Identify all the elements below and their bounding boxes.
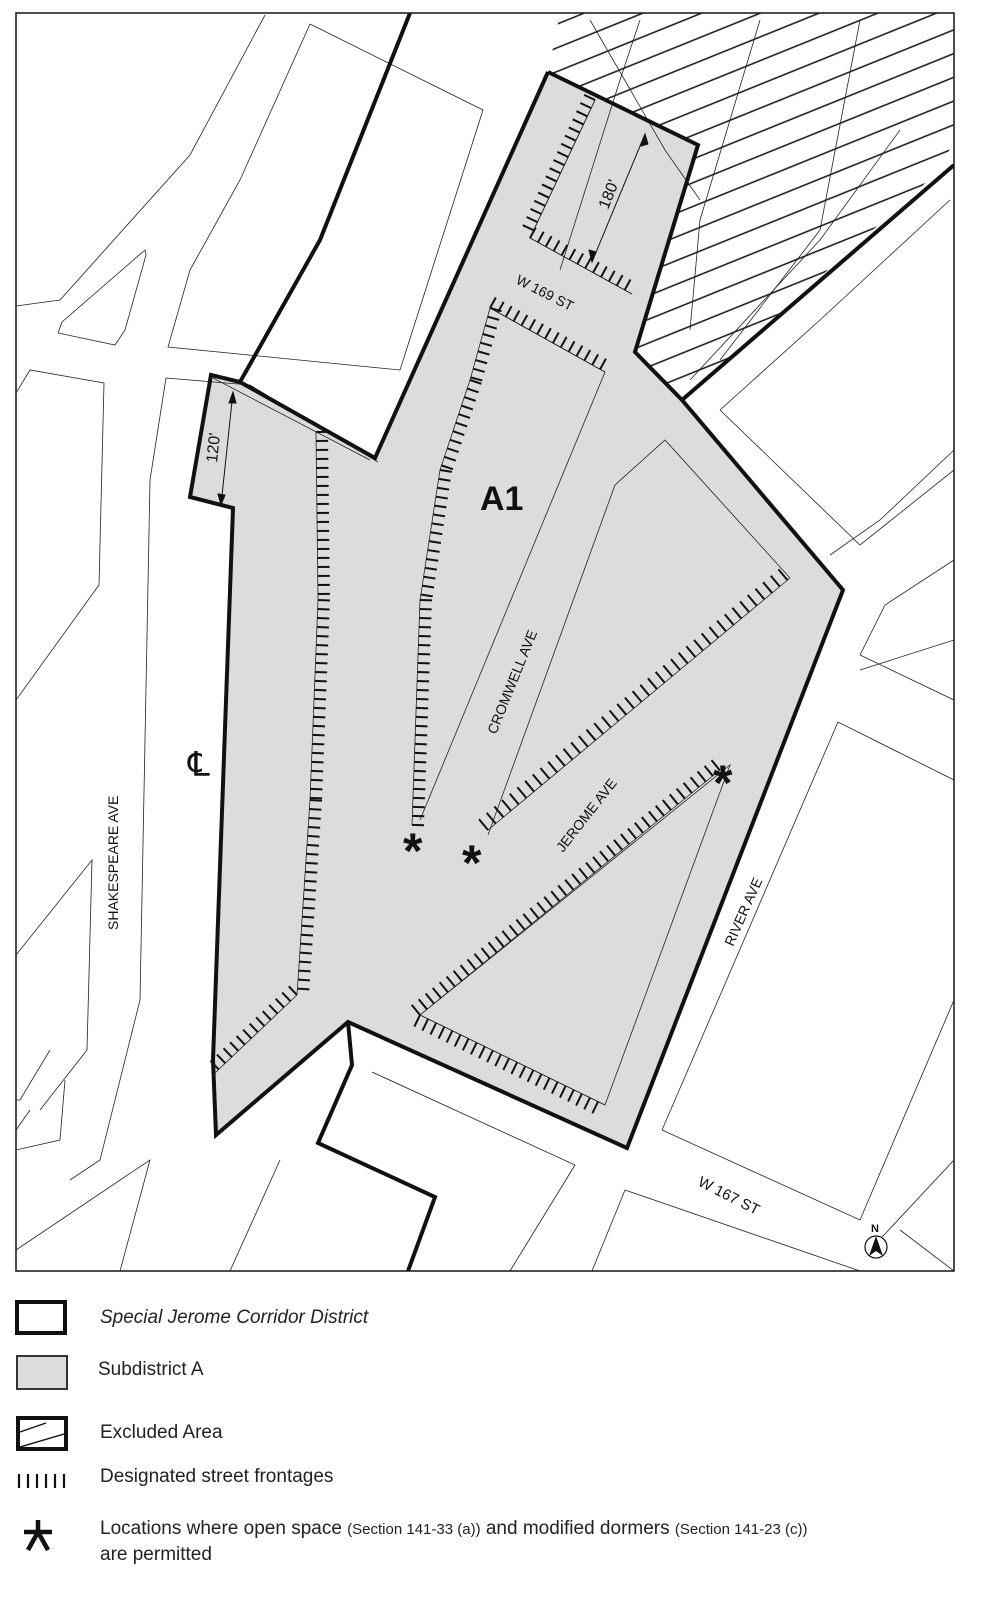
asterisk-marker: * — [713, 755, 733, 811]
dimension-120: 120' — [204, 390, 237, 507]
hatch-icon — [20, 1422, 64, 1447]
district-boundary-swatch — [15, 1300, 67, 1335]
street-label-w167: W 167 ST — [695, 1173, 762, 1218]
open-space-locations: * * * — [403, 755, 733, 891]
legend-label: Excluded Area — [100, 1422, 223, 1443]
asterisk-marker: * — [403, 823, 423, 879]
tick-marks-icon — [16, 1470, 68, 1497]
legend-label: Designated street frontages — [100, 1466, 334, 1487]
subdistrict-label-a1: A1 — [480, 480, 523, 518]
svg-text:N: N — [871, 1223, 879, 1235]
legend-label: Subdistrict A — [98, 1359, 204, 1380]
block-lines — [16, 14, 954, 1271]
legend: Special Jerome Corridor District Subdist… — [0, 1290, 991, 1600]
tick-marks — [209, 93, 791, 1114]
map-frame — [15, 12, 955, 1272]
asterisk-icon — [20, 1518, 56, 1559]
street-label-shakespeare: SHAKESPEARE AVE — [105, 796, 121, 930]
dimension-label-120: 120' — [204, 432, 224, 463]
subdistrict-swatch — [16, 1355, 68, 1390]
legend-label-line2: are permitted — [100, 1544, 212, 1565]
asterisk-marker: * — [462, 835, 482, 891]
zoning-map: 180' 120' * * * A1 ℄ W 169 ST CROMWELL A… — [15, 12, 955, 1272]
centerline-symbol: ℄ — [187, 746, 210, 784]
legend-item-excluded: Excluded Area — [0, 1416, 991, 1451]
north-arrow-icon: N — [864, 1223, 888, 1259]
subdistrict-a-area — [190, 72, 843, 1148]
legend-label: Special Jerome Corridor District — [100, 1307, 369, 1328]
excluded-area — [548, 13, 954, 400]
district-boundary — [187, 13, 954, 1271]
legend-label: Locations where open space (Section 141-… — [100, 1518, 808, 1539]
excluded-area-swatch — [16, 1416, 68, 1451]
